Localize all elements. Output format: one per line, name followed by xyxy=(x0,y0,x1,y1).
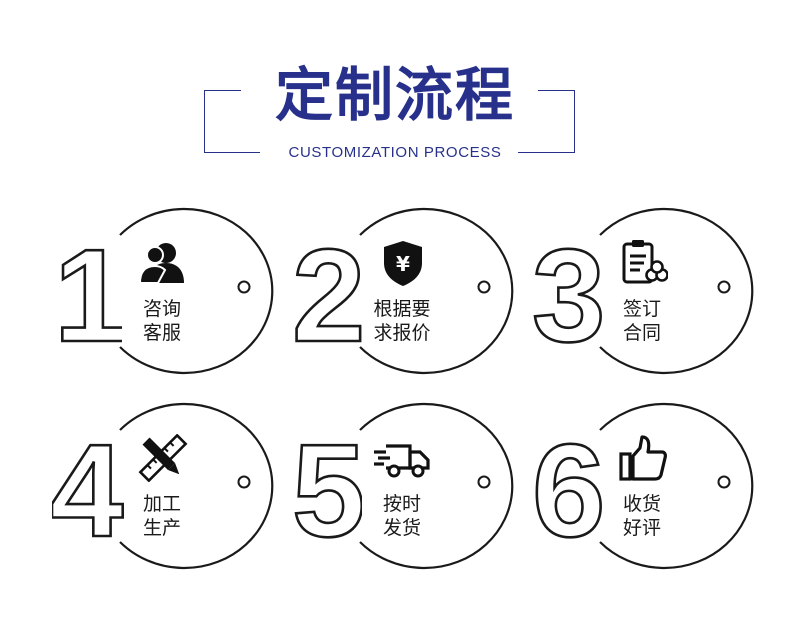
step-arc xyxy=(359,207,514,375)
step-number-6: 6 xyxy=(532,416,602,566)
step-arc xyxy=(119,402,274,570)
step-label-line1: 按时 xyxy=(382,493,421,515)
step-label-line2: 生产 xyxy=(142,517,181,539)
svg-text:3: 3 xyxy=(532,222,602,369)
svg-text:5: 5 xyxy=(292,417,362,564)
step-label-line1: 根据要 xyxy=(373,298,431,320)
step-label-line1: 签订 xyxy=(622,298,661,320)
process-step-5: 5 按时 发货 xyxy=(292,400,532,570)
step-label: 按时 发货 xyxy=(362,492,442,540)
svg-text:4: 4 xyxy=(52,417,123,564)
thumbs-up-icon xyxy=(619,435,667,481)
yen-shield-icon: ¥ xyxy=(384,241,422,286)
step-label: 咨询 客服 xyxy=(122,297,202,345)
step-number-1: 1 xyxy=(53,221,122,371)
step-number-2: 2 xyxy=(292,221,362,371)
process-step-2: 2 ¥ 根据要 求报价 xyxy=(292,205,532,375)
step-label: 加工 生产 xyxy=(122,492,202,540)
step-label-line1: 咨询 xyxy=(142,298,181,320)
svg-text:2: 2 xyxy=(292,222,362,369)
step-label-line2: 客服 xyxy=(142,322,181,344)
svg-text:6: 6 xyxy=(532,417,602,564)
page-subtitle: CUSTOMIZATION PROCESS xyxy=(288,144,502,161)
step-label-line2: 好评 xyxy=(622,517,661,539)
step-label-line1: 加工 xyxy=(142,493,181,515)
contract-icon xyxy=(622,240,668,284)
step-label: 签订 合同 xyxy=(602,297,682,345)
pencil-ruler-icon xyxy=(138,434,188,482)
title-bracket-left xyxy=(204,90,241,153)
step-label: 根据要 求报价 xyxy=(362,297,442,345)
process-step-3: 3 签订 合同 xyxy=(532,205,772,375)
step-number-3: 3 xyxy=(532,221,602,371)
step-label-line2: 合同 xyxy=(622,322,661,344)
page-title: 定制流程 xyxy=(274,61,515,129)
title-bracket-right xyxy=(538,90,575,153)
customer-service-icon xyxy=(138,243,184,284)
svg-text:1: 1 xyxy=(54,222,122,369)
process-step-6: 6 收货 好评 xyxy=(532,400,772,570)
step-arc xyxy=(599,402,754,570)
svg-text:¥: ¥ xyxy=(396,252,410,276)
delivery-truck-icon xyxy=(374,444,430,478)
process-step-4: 4 加工 生产 xyxy=(52,400,292,570)
step-arc xyxy=(119,207,274,375)
step-number-5: 5 xyxy=(292,416,362,566)
step-label-line2: 发货 xyxy=(382,517,421,539)
title-bracket-right-underline xyxy=(518,152,574,153)
step-label: 收货 好评 xyxy=(602,492,682,540)
title-bracket-left-underline xyxy=(204,152,260,153)
step-label-line2: 求报价 xyxy=(373,322,431,344)
header: 定制流程 CUSTOMIZATION PROCESS xyxy=(0,0,790,170)
step-number-4: 4 xyxy=(52,416,125,566)
step-arc xyxy=(359,402,514,570)
step-label-line1: 收货 xyxy=(622,493,661,515)
step-arc xyxy=(599,207,754,375)
process-step-1: 1 咨询 客服 xyxy=(52,205,292,375)
